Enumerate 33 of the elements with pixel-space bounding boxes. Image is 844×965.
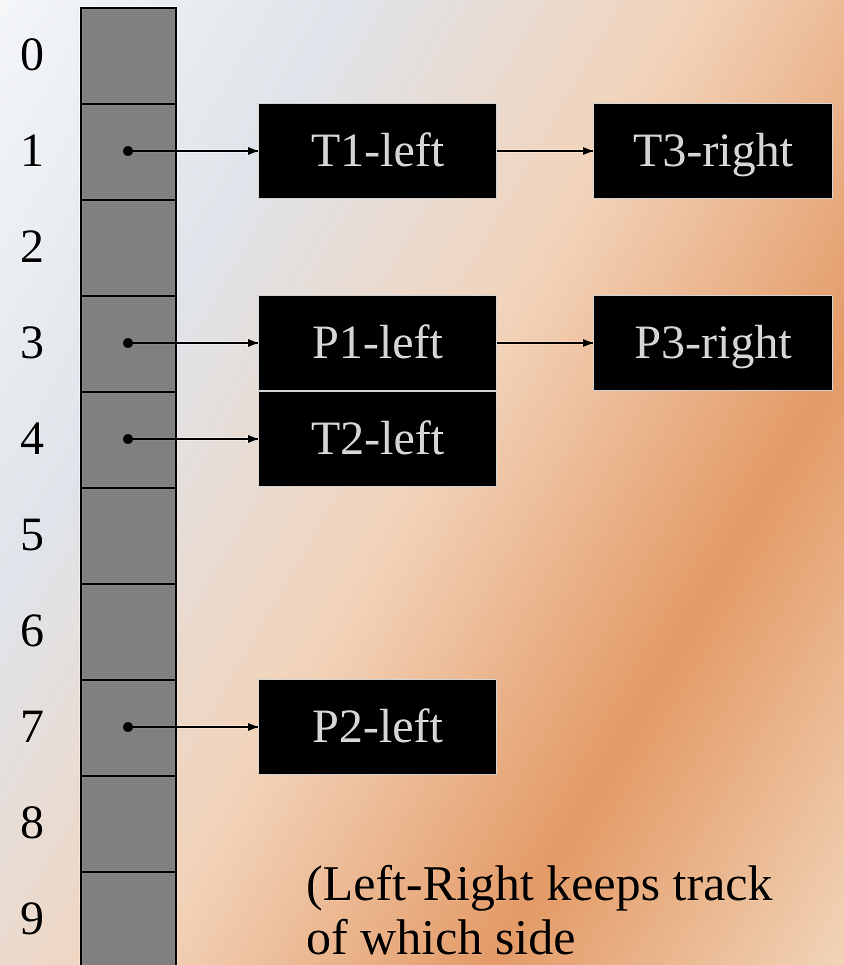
array-cell <box>80 7 177 105</box>
array-cell <box>80 199 177 297</box>
array-cell <box>80 295 177 393</box>
array-cell <box>80 583 177 681</box>
list-node-box: T2-left <box>258 391 497 487</box>
list-node-box: P3-right <box>593 295 833 391</box>
index-number: 8 <box>20 799 44 847</box>
index-number: 4 <box>20 415 44 463</box>
arrow <box>123 338 258 348</box>
index-number: 3 <box>20 319 44 367</box>
index-number: 6 <box>20 607 44 655</box>
list-node-box: P1-left <box>258 295 497 391</box>
arrow <box>123 722 258 732</box>
array-cell <box>80 103 177 201</box>
list-node-box: T1-left <box>258 103 497 199</box>
list-node-box: P2-left <box>258 679 497 775</box>
array-cell <box>80 487 177 585</box>
arrow <box>497 339 593 347</box>
index-number: 7 <box>20 703 44 751</box>
array-cell <box>80 871 177 965</box>
index-number: 0 <box>20 31 44 79</box>
array-cell <box>80 775 177 873</box>
index-number: 1 <box>20 127 44 175</box>
index-number: 9 <box>20 895 44 943</box>
arrow <box>497 147 593 155</box>
index-number: 5 <box>20 511 44 559</box>
array-cell <box>80 679 177 777</box>
list-node-box: T3-right <box>593 103 833 199</box>
note-text: (Left-Right keeps track of which side <box>306 856 774 964</box>
arrow <box>123 434 258 444</box>
array-cell <box>80 391 177 489</box>
arrow <box>123 146 258 156</box>
index-number: 2 <box>20 223 44 271</box>
